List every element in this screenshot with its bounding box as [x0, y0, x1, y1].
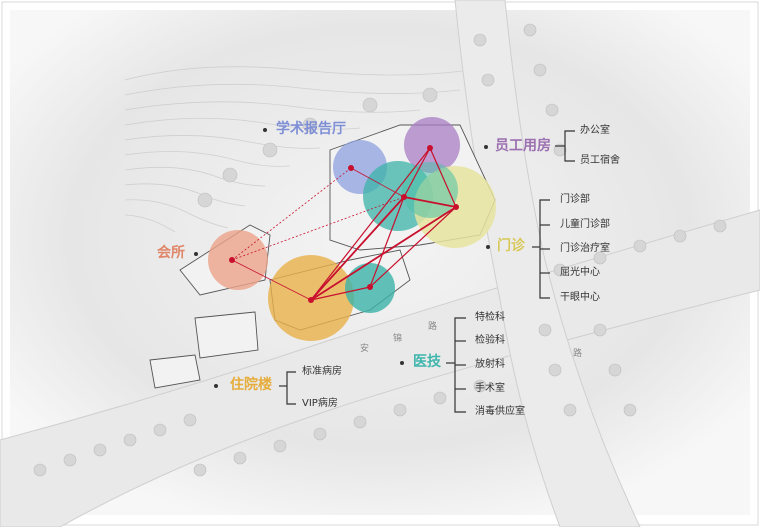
- bubble-clinic-overlap: [402, 162, 458, 218]
- clinic-item-3: 门诊治疗室: [560, 243, 610, 254]
- contour-terrain: [124, 66, 471, 233]
- clinic-item-5: 干眼中心: [560, 292, 600, 303]
- staff-item-dormitory: 员工宿舍: [580, 155, 620, 166]
- brackets: [279, 130, 575, 413]
- zone-label-staff: 员工用房: [495, 138, 551, 154]
- zone-label-clinic: 门诊: [497, 238, 525, 254]
- medtech-item-1: 特检科: [475, 312, 505, 323]
- medtech-item-4: 手术室: [475, 383, 505, 394]
- bubble-staff: [404, 117, 460, 173]
- clinic-item-4: 屈光中心: [560, 267, 600, 278]
- staff-item-office: 办公室: [580, 125, 610, 136]
- tree-rows: [33, 23, 727, 477]
- zone-label-academic: 学术报告厅: [276, 121, 346, 137]
- road-label-an: 安: [360, 344, 370, 354]
- zone-label-inpatient: 住院楼: [230, 377, 272, 393]
- road-label-lu-vertical: 路: [573, 349, 583, 359]
- zone-label-medtech: 医技: [413, 354, 441, 370]
- clinic-item-2: 儿童门诊部: [560, 219, 610, 230]
- connection-lines: [231, 147, 457, 301]
- inpatient-item-standard: 标准病房: [302, 366, 342, 377]
- medtech-item-5: 消毒供应室: [475, 406, 525, 417]
- medtech-item-3: 放射科: [475, 359, 505, 370]
- clinic-item-1: 门诊部: [560, 194, 590, 205]
- label-dots: [194, 128, 490, 388]
- road-diagonal: [0, 209, 760, 527]
- zone-label-club: 会所: [157, 245, 185, 261]
- bubble-club: [208, 230, 268, 290]
- connection-nodes: [229, 145, 459, 303]
- medtech-item-2: 检验科: [475, 335, 505, 346]
- road-label-jin: 锦: [393, 334, 403, 344]
- inpatient-item-vip: VIP病房: [302, 398, 338, 409]
- road-label-lu: 路: [428, 322, 438, 332]
